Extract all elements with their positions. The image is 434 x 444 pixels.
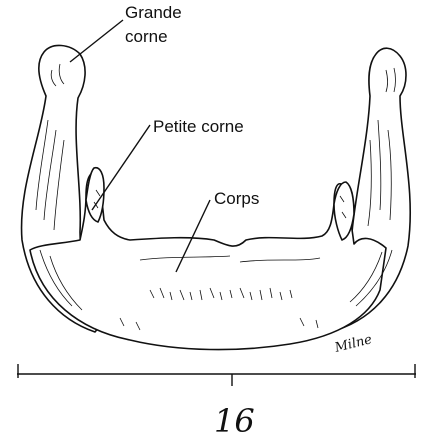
leader-line-lesser-horn [92, 125, 150, 210]
artist-signature: Milne [332, 332, 373, 356]
figure-number: 16 [214, 402, 255, 440]
label-greater-horn-line2: corne [125, 27, 168, 46]
leader-line-greater-horn [70, 20, 123, 62]
hyoid-body [30, 173, 386, 350]
label-body: Corps [214, 189, 259, 208]
label-lesser-horn: Petite corne [153, 117, 244, 136]
scale-bar [17, 364, 416, 386]
label-greater-horn-line1: Grande [125, 3, 182, 22]
